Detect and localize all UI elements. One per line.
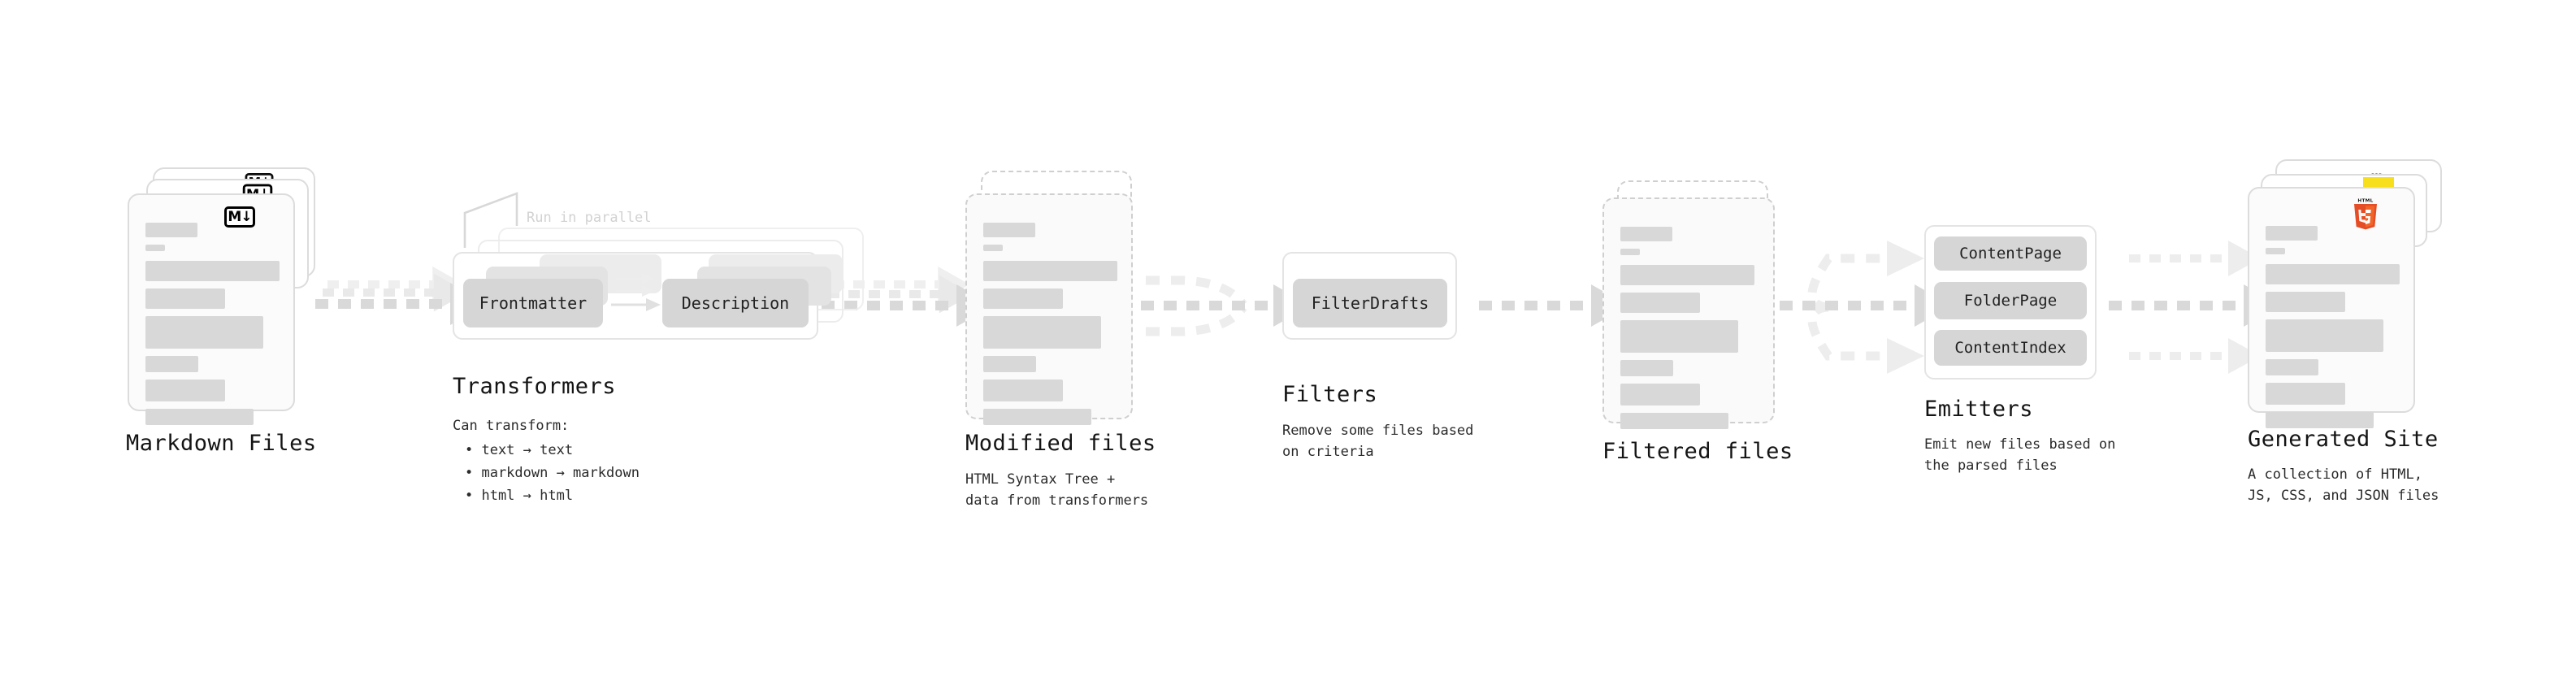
placeholder-bar [983,261,1117,281]
placeholder-bar [145,261,280,281]
placeholder-bar [983,409,1091,425]
placeholder-bar [983,288,1063,309]
run-in-parallel-note: Run in parallel [527,210,652,226]
site-placeholder-lines [2266,226,2400,436]
placeholder-bar [1620,384,1700,406]
chip-filterdrafts[interactable]: FilterDrafts [1293,279,1447,327]
markdown-card-front: M↓ [128,193,295,425]
html5-badge: HTML [2354,198,2377,230]
placeholder-bar [145,245,165,251]
placeholder-bar [2266,264,2400,284]
placeholder-bar [145,409,254,425]
modified-placeholder-lines [983,223,1117,432]
transformers-bullets: • text → text • markdown → markdown • ht… [465,439,640,507]
placeholder-bar [2266,319,2383,352]
markdown-placeholder-lines [145,223,280,432]
modified-card-front [965,193,1133,425]
chip-contentpage[interactable]: ContentPage [1934,236,2087,271]
transformers-description: Can transform: [453,418,570,434]
markdown-badge-letter-front: M [228,208,241,225]
chip-contentindex[interactable]: ContentIndex [1934,330,2087,366]
placeholder-bar [1620,227,1672,241]
placeholder-bar [1620,293,1700,313]
placeholder-bar [983,380,1063,401]
emitters-description: Emit new files based on the parsed files [1924,436,2116,474]
bullet-item: • markdown → markdown [465,465,640,482]
filtered-placeholder-lines [1620,227,1759,436]
placeholder-bar [983,223,1035,237]
stage-title-generated-site: Generated Site [2248,427,2439,452]
placeholder-bar [2266,248,2285,254]
placeholder-bar [145,223,197,237]
placeholder-bar [2266,359,2318,375]
placeholder-bar [2266,226,2318,241]
stage-title-filtered-files: Filtered files [1602,439,1793,464]
placeholder-bar [145,288,225,309]
svg-text:HTML: HTML [2357,198,2373,203]
placeholder-bar [983,316,1101,349]
stage-title-filters: Filters [1282,382,1378,407]
stage-title-transformers: Transformers [453,374,617,399]
placeholder-bar [145,316,263,349]
placeholder-bar [145,356,198,372]
site-card-front: HTML [2248,187,2415,428]
chip-folderpage[interactable]: FolderPage [1934,282,2087,319]
markdown-badge-front[interactable]: M↓ [224,206,255,228]
placeholder-bar [1620,360,1673,376]
placeholder-bar [983,356,1036,372]
generated-site-description: A collection of HTML, JS, CSS, and JSON … [2248,466,2439,504]
placeholder-bar [983,245,1003,251]
placeholder-bar [1620,413,1728,429]
filtered-card-front [1602,197,1775,429]
bullet-item: • text → text [465,442,574,458]
placeholder-bar [2266,383,2345,405]
placeholder-bar [1620,249,1640,255]
stage-title-emitters: Emitters [1924,397,2034,422]
stage-title-modified-files: Modified files [965,431,1156,456]
bullet-item: • html → html [465,488,574,505]
placeholder-bar [2266,292,2345,312]
filters-description: Remove some files based on criteria [1282,423,1474,460]
chip-frontmatter[interactable]: Frontmatter [463,279,603,327]
placeholder-bar [2266,412,2374,428]
chip-description[interactable]: Description [662,279,809,327]
placeholder-bar [1620,320,1738,353]
placeholder-bar [1620,265,1754,285]
placeholder-bar [145,380,225,401]
stage-title-markdown-files: Markdown Files [126,431,317,456]
modified-files-description: HTML Syntax Tree + data from transformer… [965,471,1149,509]
